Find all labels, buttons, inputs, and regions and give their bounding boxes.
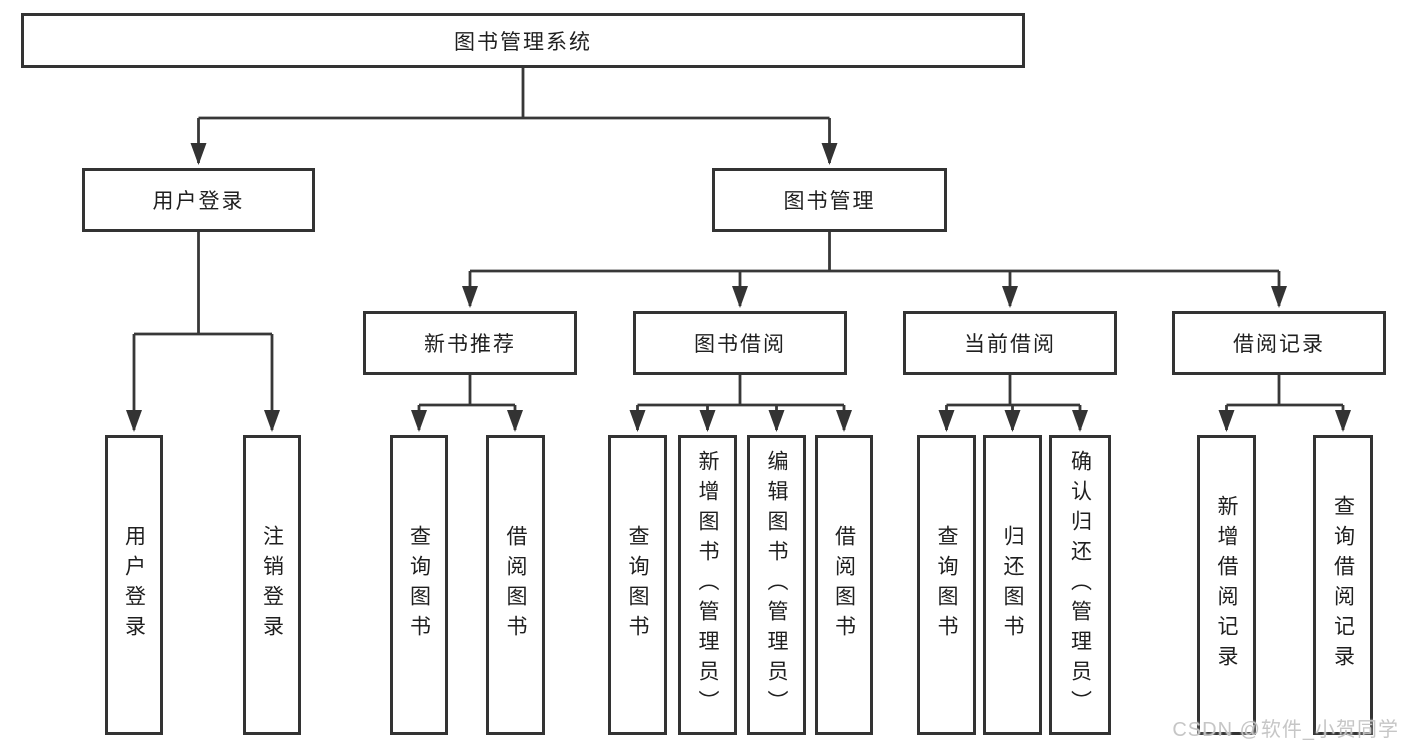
leaf-borrow-query-books: 查询图书 — [608, 435, 667, 735]
leaf-recommend-borrow-books-label: 借阅图书 — [504, 525, 527, 645]
leaf-query-borrow-record: 查询借阅记录 — [1313, 435, 1373, 735]
leaf-user-login-label: 用户登录 — [122, 525, 146, 645]
leaf-confirm-return-admin: 确认归还（管理员） — [1049, 435, 1111, 735]
leaf-recommend-query-books-label: 查询图书 — [407, 525, 431, 645]
leaf-confirm-return-admin-label: 确认归还（管理员） — [1068, 450, 1092, 720]
node-book-management: 图书管理 — [712, 168, 947, 232]
leaf-user-login: 用户登录 — [105, 435, 163, 735]
leaf-add-borrow-record-label: 新增借阅记录 — [1215, 495, 1238, 675]
leaf-recommend-query-books: 查询图书 — [390, 435, 448, 735]
leaf-add-books-admin-label: 新增图书（管理员） — [696, 450, 719, 720]
leaf-borrow-books-label: 借阅图书 — [832, 525, 856, 645]
node-book-borrow: 图书借阅 — [633, 311, 847, 375]
leaf-add-books-admin: 新增图书（管理员） — [678, 435, 737, 735]
leaf-edit-books-admin: 编辑图书（管理员） — [747, 435, 806, 735]
leaf-query-borrow-record-label: 查询借阅记录 — [1331, 495, 1355, 675]
leaf-current-query-books-label: 查询图书 — [935, 525, 958, 645]
leaf-return-books: 归还图书 — [983, 435, 1042, 735]
node-new-book-recommend: 新书推荐 — [363, 311, 577, 375]
leaf-add-borrow-record: 新增借阅记录 — [1197, 435, 1256, 735]
leaf-recommend-borrow-books: 借阅图书 — [486, 435, 545, 735]
leaf-logout: 注销登录 — [243, 435, 301, 735]
node-borrow-records: 借阅记录 — [1172, 311, 1386, 375]
leaf-borrow-books: 借阅图书 — [815, 435, 873, 735]
node-current-borrow: 当前借阅 — [903, 311, 1117, 375]
leaf-logout-label: 注销登录 — [260, 525, 284, 645]
leaf-borrow-query-books-label: 查询图书 — [626, 525, 649, 645]
leaf-current-query-books: 查询图书 — [917, 435, 976, 735]
leaf-edit-books-admin-label: 编辑图书（管理员） — [765, 450, 788, 720]
node-library-management-system: 图书管理系统 — [21, 13, 1025, 68]
leaf-return-books-label: 归还图书 — [1001, 525, 1024, 645]
node-user-login: 用户登录 — [82, 168, 315, 232]
